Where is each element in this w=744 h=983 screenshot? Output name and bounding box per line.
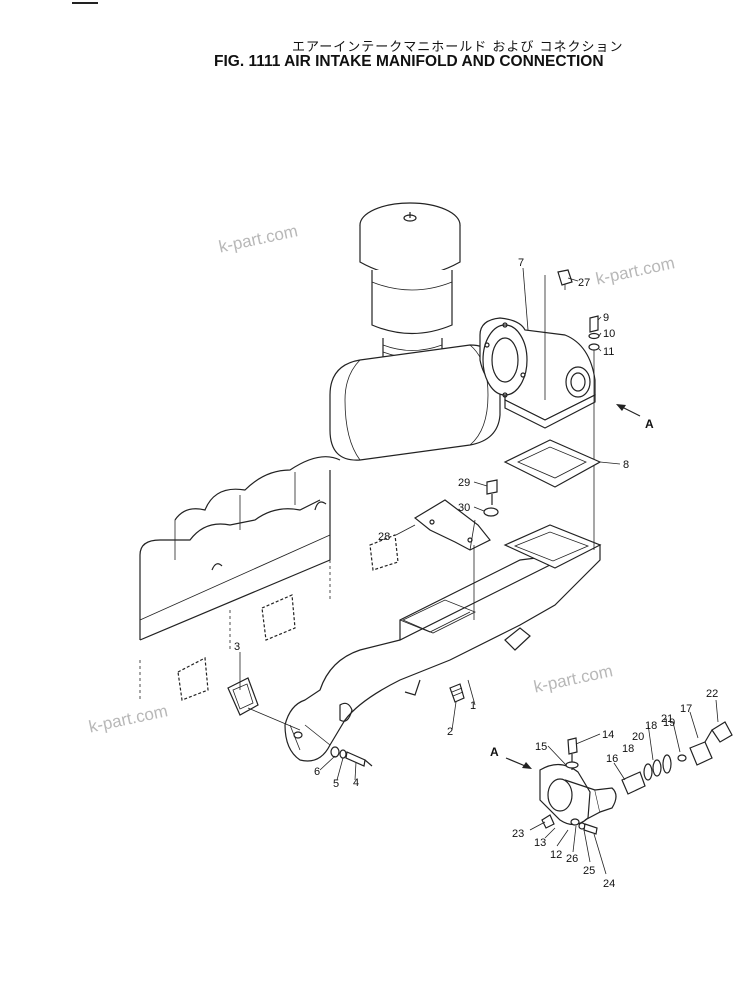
part-label-16: 16 xyxy=(606,753,618,765)
part-label-23: 23 xyxy=(512,828,524,840)
part-label-6: 6 xyxy=(314,766,320,778)
part-label-30: 30 xyxy=(458,502,470,514)
part-label-24: 24 xyxy=(603,878,615,890)
part-label-26: 26 xyxy=(566,853,578,865)
part-label-1: 1 xyxy=(470,700,476,712)
part-label-11: 11 xyxy=(603,346,614,358)
part-number-labels: 1 2 3 4 5 6 7 8 9 10 11 12 13 14 15 16 1… xyxy=(234,257,718,890)
part-label-5: 5 xyxy=(333,778,339,790)
part-label-10: 10 xyxy=(603,328,615,340)
intake-pipe-body xyxy=(329,344,501,461)
part-label-25: 25 xyxy=(583,865,595,877)
figure-title: FIG. 1111 AIR INTAKE MANIFOLD AND CONNEC… xyxy=(214,53,604,70)
plug-part-2 xyxy=(449,683,465,703)
bolt-29-washer-30 xyxy=(483,479,499,517)
gasket-part-8 xyxy=(503,439,602,488)
part-label-27: 27 xyxy=(578,277,590,289)
part-label-7: 7 xyxy=(518,257,524,269)
connection-detail xyxy=(539,737,617,835)
part-label-12: 12 xyxy=(550,849,562,861)
fitting-chain xyxy=(621,721,733,795)
part-label-22: 22 xyxy=(706,688,718,700)
part-label-18b: 18 xyxy=(622,743,634,755)
part-label-29: 29 xyxy=(458,477,470,489)
part-label-20: 20 xyxy=(632,731,644,743)
part-label-8: 8 xyxy=(623,459,629,471)
cover-part-28 xyxy=(413,499,491,620)
air-cleaner xyxy=(359,202,461,367)
part-label-18a: 18 xyxy=(645,720,657,732)
part-label-14: 14 xyxy=(602,729,614,741)
part-label-2: 2 xyxy=(447,726,453,738)
part-label-21: 21 xyxy=(661,713,673,725)
figure-title-japanese: エアーインテークマニホールド および コネクション xyxy=(292,40,624,55)
view-marker: A xyxy=(490,745,499,759)
gasket-part-3 xyxy=(227,677,301,731)
view-marker: A xyxy=(645,417,654,431)
view-arrow-upper: A xyxy=(616,404,654,431)
part-label-9: 9 xyxy=(603,312,609,324)
engine-cylinder-head xyxy=(139,456,399,701)
intake-manifold xyxy=(284,524,602,762)
view-arrow-lower: A xyxy=(490,745,532,769)
part-label-28: 28 xyxy=(378,531,390,543)
bolt-washer-set xyxy=(330,746,373,767)
bolt-9-10-11 xyxy=(588,315,600,550)
part-label-3: 3 xyxy=(234,641,240,653)
part-label-19: 19 xyxy=(663,717,675,729)
elbow-connection xyxy=(479,269,596,429)
part-label-15: 15 xyxy=(535,741,547,753)
part-label-13: 13 xyxy=(534,837,546,849)
part-label-17: 17 xyxy=(680,703,692,715)
leader-lines xyxy=(239,267,719,875)
part-label-4: 4 xyxy=(353,777,359,789)
